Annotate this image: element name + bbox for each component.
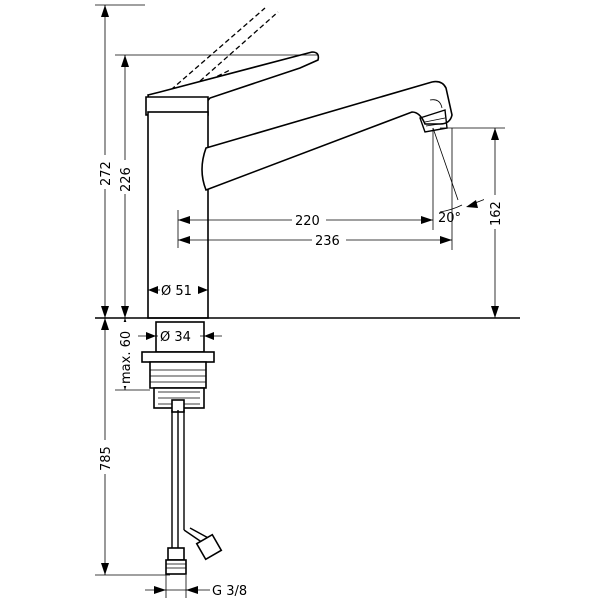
mounting-plate xyxy=(141,351,215,363)
faucet-outline xyxy=(95,7,520,575)
label-spout-height: 226 xyxy=(119,167,134,192)
label-spout-reach-outlet: 220 xyxy=(295,214,320,229)
label-body-diameter: Ø 51 xyxy=(161,284,192,299)
mounting-nut xyxy=(149,361,207,389)
spout xyxy=(201,80,453,192)
label-spray-angle: 20° xyxy=(438,211,461,226)
label-max-deck-thickness: max. 60 xyxy=(119,331,134,384)
label-hose-length: 785 xyxy=(99,446,114,471)
label-total-height: 272 xyxy=(99,161,114,186)
label-connection-thread: G 3/8 xyxy=(212,584,247,599)
lever-handle xyxy=(147,51,320,107)
label-hole-diameter: Ø 34 xyxy=(160,330,191,345)
supply-hoses xyxy=(165,410,223,575)
dimension-labels: 272 226 162 220 236 20° Ø 51 Ø 34 max. 6… xyxy=(94,155,506,599)
label-spout-reach-total: 236 xyxy=(315,234,340,249)
label-outlet-height: 162 xyxy=(489,201,504,226)
